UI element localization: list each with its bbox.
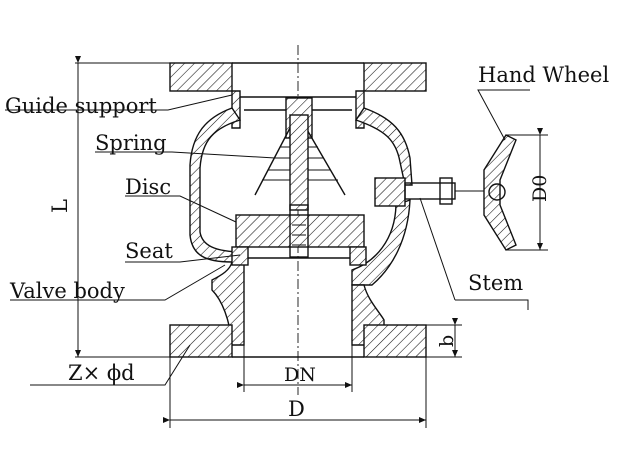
dim-label-D: D xyxy=(288,397,305,421)
bottom-flange xyxy=(169,324,427,358)
top-flange xyxy=(169,62,427,92)
disc xyxy=(235,204,365,258)
label-spring: Spring xyxy=(95,131,167,155)
bonnet xyxy=(231,90,365,139)
label-stem: Stem xyxy=(468,271,523,295)
label-seat: Seat xyxy=(125,239,173,263)
label-guide-support: Guide support xyxy=(5,94,157,118)
dimension-D xyxy=(163,357,427,428)
dimension-DN xyxy=(237,345,353,392)
dimension-D0 xyxy=(506,128,548,251)
leader-lines xyxy=(5,89,530,386)
handwheel xyxy=(483,134,517,251)
dim-label-b: b xyxy=(436,335,458,347)
label-valve-body: Valve body xyxy=(9,279,125,303)
dim-label-D0: D0 xyxy=(529,175,551,202)
stem-assembly xyxy=(374,177,490,207)
label-flange-holes: Z× ϕd xyxy=(68,361,135,385)
dimension-b xyxy=(426,318,462,358)
seat xyxy=(231,246,367,266)
dim-label-DN: DN xyxy=(284,364,316,386)
label-hand-wheel: Hand Wheel xyxy=(478,63,609,87)
dim-label-L: L xyxy=(48,199,72,213)
dimension-L xyxy=(75,56,170,358)
spring-assembly xyxy=(254,114,346,211)
label-disc: Disc xyxy=(125,175,171,199)
